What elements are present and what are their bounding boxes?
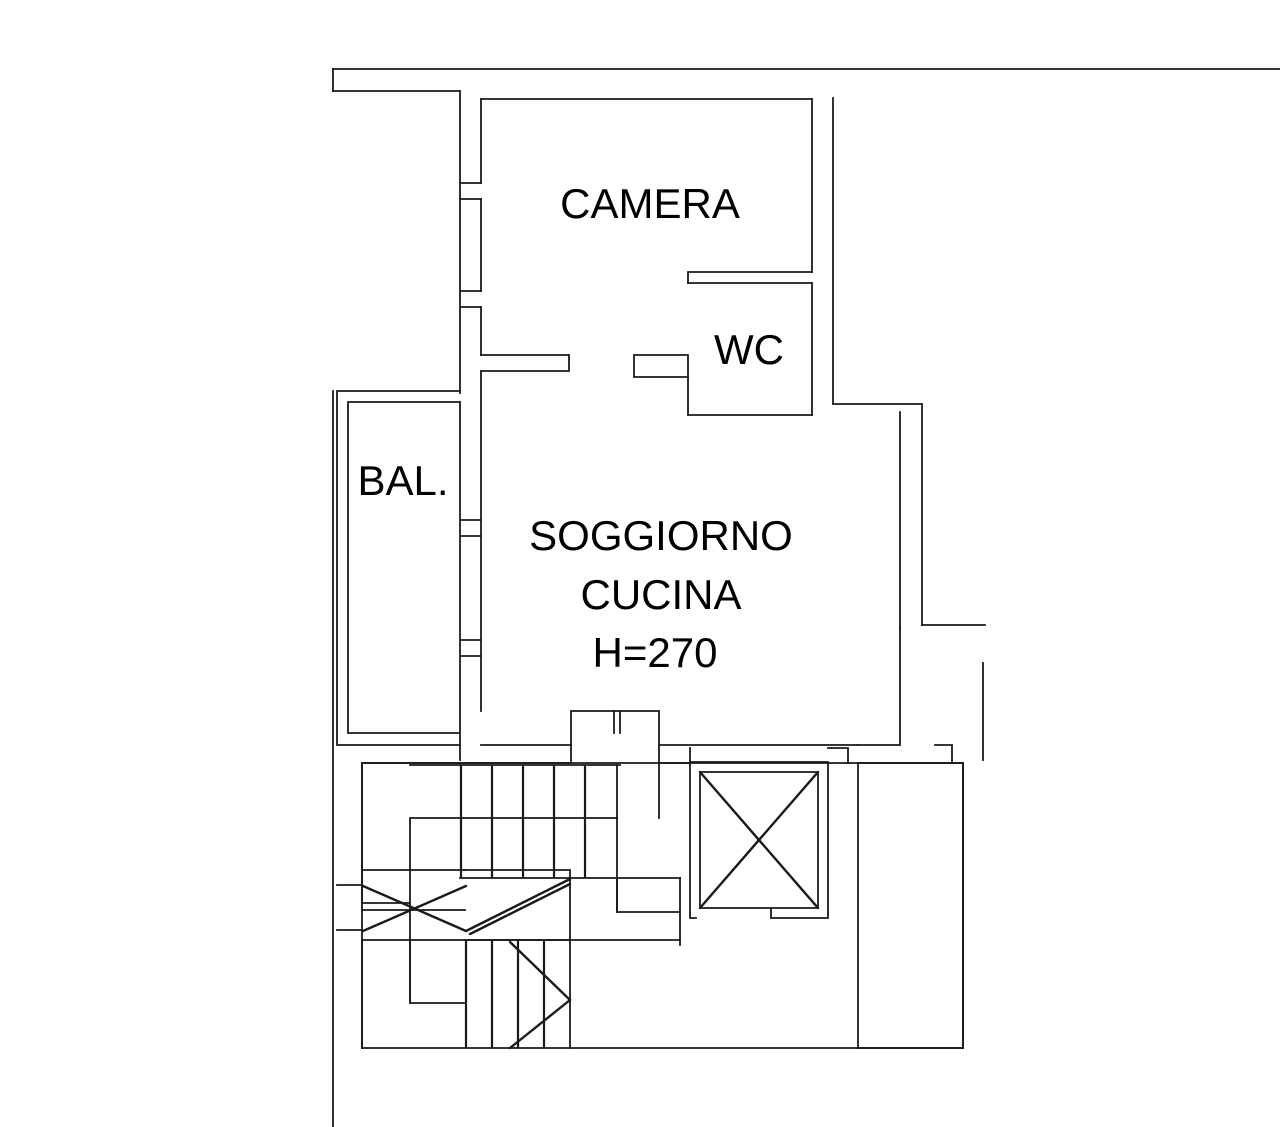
stair-landing-left-edge [361, 869, 466, 941]
room-label-ceiling-height: H=270 [593, 629, 718, 676]
room-wc-walls [633, 271, 813, 416]
entry-projection-outline [570, 710, 660, 764]
room-label-cucina: CUCINA [580, 571, 741, 618]
stair-breakline-3 [464, 877, 572, 933]
outer-top-wall-group [332, 68, 1280, 92]
elevator-shaft-group [689, 747, 849, 919]
stair-landing-left-return [336, 884, 363, 931]
window-reveal-2 [459, 290, 482, 308]
stair-upper-outline [361, 764, 411, 904]
stair-lower-outline [361, 939, 466, 1049]
room-soggiorno-walls [480, 370, 859, 746]
elevator-cross-diagonal-2 [698, 770, 820, 910]
right-inner-step [857, 627, 901, 746]
window-reveal-4 [459, 639, 482, 657]
wc-top-door-jamb [687, 271, 813, 284]
right-exterior-wall-group [832, 97, 986, 761]
window-reveal-1 [459, 182, 482, 200]
balcony-outer-rect [336, 390, 461, 746]
stair-lower-breakline-2 [508, 998, 572, 1050]
wc-door-opening [633, 354, 689, 378]
room-label-camera: CAMERA [560, 180, 740, 227]
stair-hall-group [361, 762, 964, 1049]
right-block-notch [934, 744, 953, 764]
hall-dividers [569, 762, 681, 946]
balcony-inner-rect [347, 401, 461, 734]
room-balcony-walls [336, 390, 461, 746]
stair-breakline-4 [468, 882, 572, 936]
stair-hall-right-block [857, 744, 964, 1049]
window-reveal-3 [459, 519, 482, 537]
room-label-balcony: BAL. [357, 457, 448, 504]
stairs-lower-flight [361, 939, 572, 1050]
entry-door-swing-marker [613, 710, 621, 734]
stair-hall-outer-boundary [361, 762, 964, 1049]
stairs-upper-flight [361, 764, 681, 1004]
stair-upper-step-return [616, 877, 681, 913]
stair-lower-breakline-1 [508, 940, 572, 1002]
elevator-shaft-outer [689, 761, 829, 919]
room-label-soggiorno: SOGGIORNO [529, 512, 793, 559]
entry-projection-group [570, 710, 660, 764]
room-camera-walls [480, 98, 813, 372]
room-label-wc: WC [714, 326, 784, 373]
stair-breakline-2 [361, 884, 468, 933]
camera-bottom-stub [480, 354, 570, 372]
stairs-mid-landing [336, 869, 572, 941]
elevator-landing-step [689, 747, 849, 763]
partition-wall-left-group [459, 90, 482, 761]
